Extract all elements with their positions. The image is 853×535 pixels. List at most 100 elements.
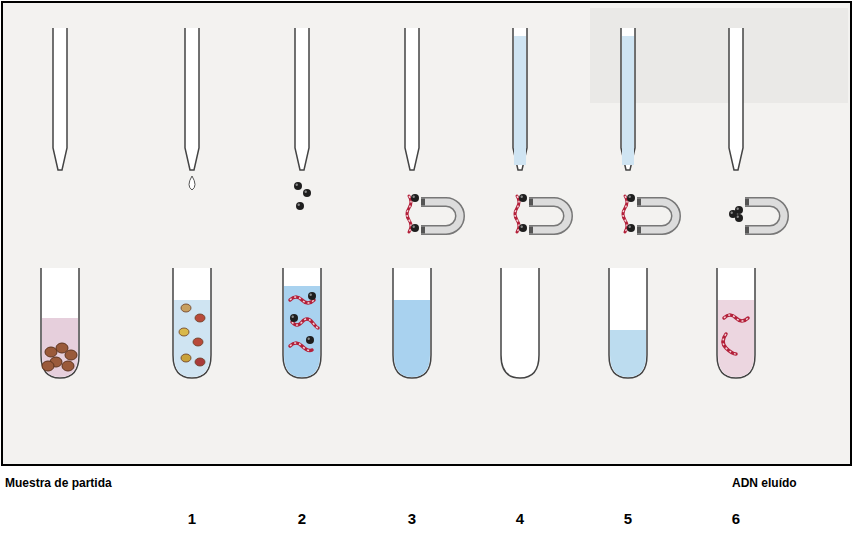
- dna-strand-rungs: [724, 315, 748, 321]
- magnet-pole: [421, 199, 425, 206]
- dna-strand: [407, 196, 411, 232]
- cell-debris: [181, 304, 191, 312]
- dna-strand: [623, 196, 627, 232]
- magnetic-bead: [294, 182, 302, 190]
- dna-strand-rungs: [723, 334, 736, 354]
- tube-liquid: [284, 286, 320, 377]
- step-number: 2: [298, 510, 306, 527]
- step-number: 5: [624, 510, 632, 527]
- magnet-pole: [421, 227, 425, 234]
- test-tube: [283, 268, 321, 378]
- sample-particle: [62, 361, 74, 371]
- bead-highlight: [521, 196, 523, 198]
- tube-liquid: [394, 300, 430, 377]
- bead-highlight: [731, 212, 733, 214]
- bead-highlight: [310, 294, 312, 296]
- magnet-pole: [529, 227, 533, 234]
- caption-label: ADN eluído: [732, 476, 797, 490]
- test-tube: [173, 268, 211, 378]
- magnet: [421, 202, 460, 230]
- bead-highlight: [521, 226, 523, 228]
- pipette: [185, 28, 199, 170]
- magnet-pole: [637, 199, 641, 206]
- figure-frame: [2, 2, 851, 465]
- magnet-body: [529, 202, 568, 230]
- magnetic-bead: [306, 336, 314, 344]
- bead-highlight: [629, 226, 631, 228]
- bead-highlight: [298, 204, 300, 206]
- dna-strand: [515, 196, 519, 232]
- pipette: [729, 28, 743, 170]
- magnetic-bead: [627, 194, 635, 202]
- dna-strand-rungs: [515, 196, 519, 232]
- bead-highlight: [292, 316, 294, 318]
- magnet-pole: [745, 199, 749, 206]
- magnet: [637, 202, 676, 230]
- test-tube: [717, 268, 755, 378]
- bead-highlight: [413, 196, 415, 198]
- magnetic-bead: [290, 314, 298, 322]
- step-number: 6: [732, 510, 740, 527]
- magnet-body: [745, 202, 784, 230]
- tube-liquid: [42, 318, 78, 377]
- magnet-pole: [529, 199, 533, 206]
- magnetic-bead: [627, 224, 635, 232]
- step-number: 1: [188, 510, 196, 527]
- magnet: [745, 202, 784, 230]
- test-tube: [609, 268, 647, 378]
- pipette: [513, 28, 527, 170]
- magnet-body: [637, 202, 676, 230]
- cell-debris: [181, 354, 191, 362]
- sample-particle: [45, 347, 57, 357]
- bead-highlight: [737, 208, 739, 210]
- tube-liquid: [718, 300, 754, 377]
- dna-strand: [723, 334, 736, 354]
- bead-highlight: [629, 196, 631, 198]
- bead-highlight: [413, 226, 415, 228]
- pipette-liquid: [622, 36, 634, 165]
- magnet: [529, 202, 568, 230]
- bead-highlight: [296, 184, 298, 186]
- magnet-pole: [637, 227, 641, 234]
- cell-debris: [179, 328, 189, 336]
- magnetic-bead: [411, 194, 419, 202]
- bead-highlight: [305, 191, 307, 193]
- buffer-drop: [189, 176, 195, 190]
- step-number: 4: [516, 510, 524, 527]
- pipette: [405, 28, 419, 170]
- pipette: [295, 28, 309, 170]
- cell-debris: [195, 358, 205, 366]
- cell-debris: [195, 314, 205, 322]
- test-tube: [41, 268, 79, 378]
- dna-strand: [724, 315, 748, 321]
- test-tube: [501, 268, 539, 378]
- sample-particle: [42, 361, 54, 371]
- magnetic-bead: [519, 194, 527, 202]
- magnetic-bead: [411, 224, 419, 232]
- magnetic-bead: [296, 202, 304, 210]
- test-tube: [393, 268, 431, 378]
- magnetic-bead: [729, 210, 737, 218]
- magnet-pole: [745, 227, 749, 234]
- cell-debris: [193, 338, 203, 346]
- dna-strand-rungs: [290, 343, 312, 351]
- magnetic-bead: [308, 292, 316, 300]
- tube-liquid: [174, 300, 210, 377]
- pipette: [621, 28, 635, 170]
- caption-label: Muestra de partida: [5, 476, 112, 490]
- dna-strand: [290, 343, 312, 351]
- pipette-liquid: [514, 36, 526, 165]
- sample-particle: [65, 350, 77, 360]
- magnetic-bead: [519, 224, 527, 232]
- bead-highlight: [737, 216, 739, 218]
- dna-strand-rungs: [623, 196, 627, 232]
- bead-highlight: [308, 338, 310, 340]
- magnet-body: [421, 202, 460, 230]
- pipette: [53, 28, 67, 170]
- tube-liquid: [610, 330, 646, 377]
- step-number: 3: [408, 510, 416, 527]
- dna-strand-rungs: [407, 196, 411, 232]
- magnetic-bead: [303, 189, 311, 197]
